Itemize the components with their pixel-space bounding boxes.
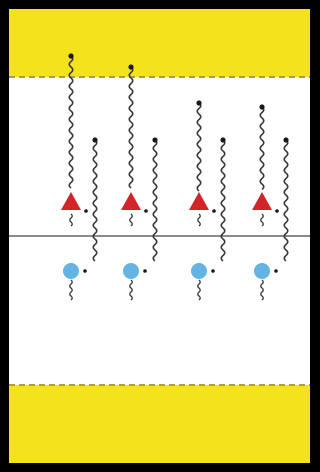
chain-tip-dot	[196, 100, 202, 106]
chain-tip-dot	[283, 137, 289, 143]
triangle-marker	[189, 192, 209, 210]
small-dot	[84, 209, 88, 213]
crossing-chain	[220, 139, 226, 262]
long-chain	[68, 55, 74, 189]
circle-marker	[63, 263, 79, 279]
chain-tip-dot	[220, 137, 226, 143]
chain-tip-dot	[259, 104, 265, 110]
molecule-column-2	[121, 64, 158, 301]
triangle-tail	[69, 213, 73, 227]
small-dot	[211, 269, 215, 273]
columns-layer	[61, 53, 289, 301]
triangle-marker	[61, 192, 81, 210]
small-dot	[212, 209, 216, 213]
triangle-tail	[260, 213, 264, 227]
long-chain	[259, 106, 265, 191]
small-dot	[83, 269, 87, 273]
crossing-chain	[92, 139, 98, 262]
long-chain	[196, 102, 202, 192]
circle-marker	[123, 263, 139, 279]
circle-marker	[254, 263, 270, 279]
small-dot	[143, 269, 147, 273]
chain-tip-dot	[92, 137, 98, 143]
long-chain	[128, 66, 134, 189]
small-dot	[144, 209, 148, 213]
small-dot	[275, 209, 279, 213]
circle-marker	[191, 263, 207, 279]
molecule-column-1	[61, 53, 98, 301]
circle-tail	[260, 279, 264, 301]
chain-tip-dot	[68, 53, 74, 59]
triangle-marker	[252, 192, 272, 210]
chain-tip-dot	[152, 137, 158, 143]
triangle-tail	[197, 213, 201, 227]
small-dot	[274, 269, 278, 273]
circle-tail	[129, 279, 133, 301]
crossing-chain	[283, 139, 289, 262]
molecule-column-4	[252, 104, 289, 301]
top-yellow-band	[9, 9, 310, 77]
chain-tip-dot	[128, 64, 134, 70]
interior-region	[9, 77, 310, 385]
circle-tail	[197, 279, 201, 301]
bottom-yellow-band	[9, 385, 310, 463]
crossing-chain	[152, 139, 158, 262]
molecule-column-3	[189, 100, 226, 301]
circle-tail	[69, 279, 73, 301]
triangle-marker	[121, 192, 141, 210]
triangle-tail	[129, 213, 133, 227]
